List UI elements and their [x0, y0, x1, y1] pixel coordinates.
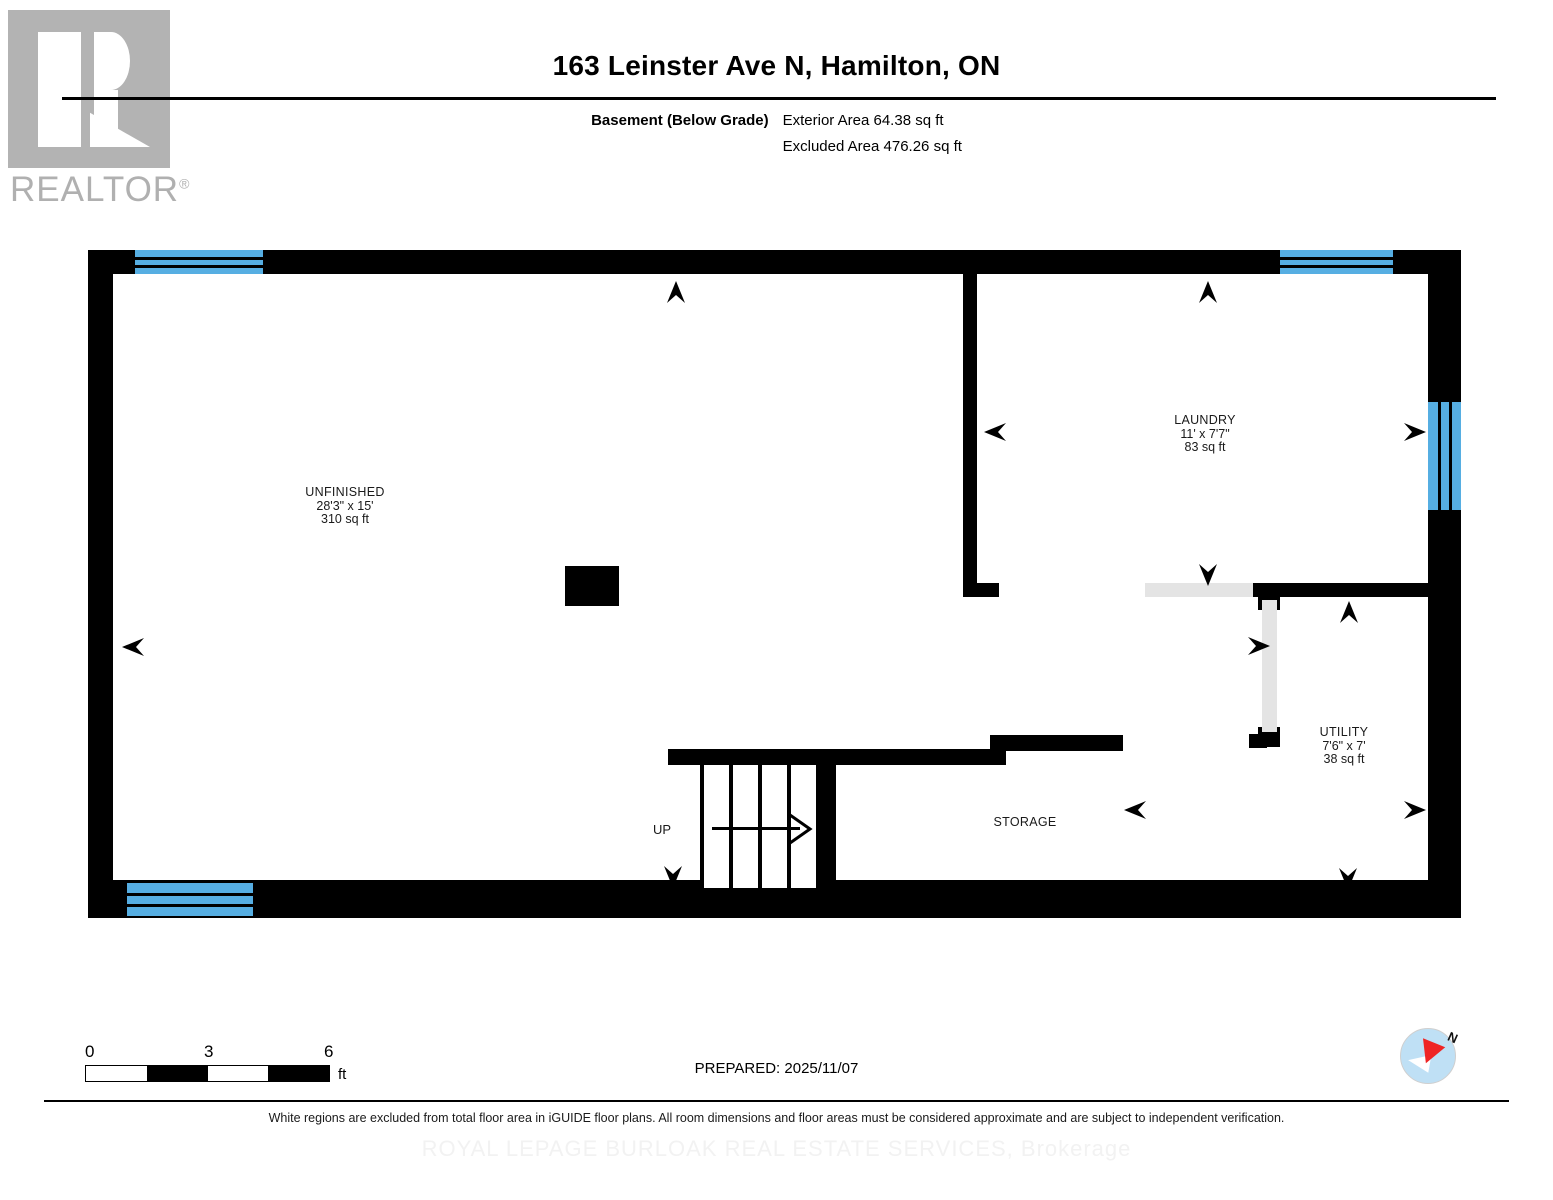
exterior-area-value: Exterior Area 64.38 sq ft	[782, 112, 944, 129]
room-label-laundry: LAUNDRY 11' x 7'7" 83 sq ft	[1105, 413, 1305, 455]
realtor-word-text: REALTOR	[10, 170, 180, 209]
title-divider	[62, 97, 1496, 100]
wall-laundry-left	[963, 250, 977, 596]
scale-bar	[85, 1065, 330, 1082]
view-arrow-laundry-top-icon	[1199, 281, 1217, 303]
scale-tick-6: 6	[324, 1042, 334, 1061]
room-label-storage: STORAGE	[925, 815, 1125, 830]
room-name-storage: STORAGE	[993, 815, 1057, 829]
view-arrow-laundry-left-icon	[984, 423, 1006, 441]
room-dimensions-laundry: 11' x 7'7"	[1180, 426, 1230, 441]
door-opening-laundry	[1145, 583, 1253, 597]
view-arrow-stair-bottom-icon	[664, 866, 682, 888]
area-summary: Basement (Below Grade) Exterior Area 64.…	[0, 108, 1553, 160]
wall-exterior-left	[88, 250, 113, 918]
room-name-unfinished: UNFINISHED	[305, 485, 385, 499]
prepared-date: PREPARED: 2025/11/07	[694, 1060, 859, 1077]
stair-arrowhead-icon	[789, 813, 813, 845]
room-label-utility: UTILITY 7'6" x 7' 38 sq ft	[1244, 725, 1444, 767]
scale-unit-label: ft	[338, 1066, 347, 1083]
stair-direction-arrow-icon	[712, 827, 800, 830]
structural-post	[565, 566, 619, 606]
wall-storage-left	[820, 749, 836, 889]
realtor-logo-icon: REALTOR®	[8, 10, 189, 210]
wall-laundry-bottom-right	[1252, 583, 1437, 597]
footer-divider	[44, 1100, 1509, 1102]
view-arrow-unfinished-top-icon	[667, 281, 685, 303]
wall-laundry-bottom-left-stub	[963, 583, 999, 597]
view-arrow-utility-top-icon	[1340, 601, 1358, 623]
compass-north-label: N	[1445, 1028, 1461, 1047]
room-name-laundry: LAUNDRY	[1174, 413, 1236, 427]
wall-exterior-right-upper	[1428, 250, 1461, 402]
wall-exterior-right-mid	[1428, 510, 1461, 918]
view-arrow-utility-door-icon	[1248, 637, 1270, 655]
view-arrow-utility-bottom-icon	[1339, 868, 1357, 890]
page-title: 163 Leinster Ave N, Hamilton, ON	[552, 50, 1001, 81]
view-arrow-storage-right-icon	[1124, 801, 1146, 819]
window-top-left	[135, 250, 263, 274]
excluded-area-value: Excluded Area 476.26 sq ft	[782, 138, 962, 155]
stair-up-label: UP	[653, 822, 672, 837]
room-name-utility: UTILITY	[1319, 725, 1369, 739]
window-laundry-right	[1428, 402, 1461, 510]
disclaimer-text: White regions are excluded from total fl…	[268, 1111, 1285, 1125]
wall-exterior-top	[88, 250, 1434, 274]
room-dimensions-unfinished: 28'3" x 15'	[316, 498, 374, 513]
compass-rose-icon: N	[1400, 1028, 1466, 1094]
wall-utility-partition-foot	[1249, 734, 1267, 748]
window-top-right	[1280, 250, 1393, 274]
realtor-registered-mark: ®	[179, 175, 191, 192]
realtor-wordmark: REALTOR®	[10, 170, 190, 210]
scale-tick-0: 0	[85, 1042, 95, 1061]
view-arrow-laundry-door-icon	[1199, 564, 1217, 586]
level-label: Basement (Below Grade)	[591, 112, 769, 129]
wall-stair-header	[668, 749, 820, 765]
room-label-unfinished: UNFINISHED 28'3" x 15' 310 sq ft	[245, 485, 445, 527]
brokerage-watermark: ROYAL LEPAGE BURLOAK REAL ESTATE SERVICE…	[421, 1136, 1132, 1161]
view-arrow-laundry-right-icon	[1404, 423, 1426, 441]
door-opening-utility	[1262, 600, 1277, 732]
staircase	[700, 765, 820, 888]
room-area-unfinished: 310 sq ft	[321, 512, 369, 526]
room-area-utility: 38 sq ft	[1323, 752, 1365, 766]
view-arrow-unfinished-left-icon	[122, 638, 144, 656]
view-arrow-utility-right-icon	[1404, 801, 1426, 819]
room-dimensions-utility: 7'6" x 7'	[1322, 738, 1366, 753]
realtor-r-mark-icon	[8, 10, 170, 168]
scale-tick-3: 3	[204, 1042, 214, 1061]
room-area-laundry: 83 sq ft	[1184, 440, 1226, 454]
window-bottom-left	[127, 883, 253, 916]
wall-storage-top-right	[990, 735, 1123, 751]
